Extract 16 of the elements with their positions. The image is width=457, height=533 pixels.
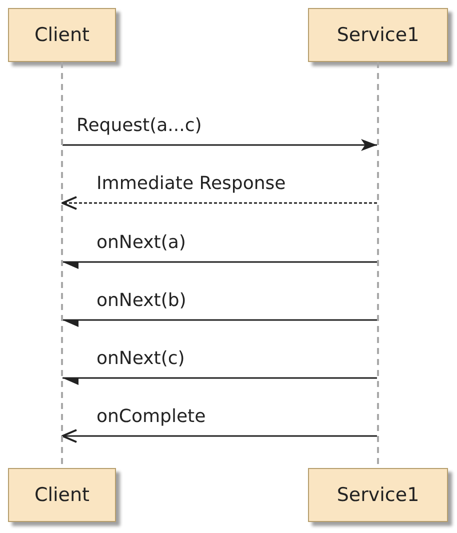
message-arrow bbox=[62, 319, 377, 327]
message-arrow bbox=[62, 429, 377, 443]
message-label: onNext(a) bbox=[96, 234, 186, 252]
message-label: Request(a...c) bbox=[76, 117, 202, 135]
message-label: onNext(c) bbox=[96, 350, 185, 368]
participant-box: Client bbox=[8, 8, 116, 62]
message-label: onNext(b) bbox=[96, 292, 186, 310]
message-label: onComplete bbox=[96, 408, 206, 426]
message-arrow bbox=[62, 139, 377, 151]
message-label: Immediate Response bbox=[96, 175, 286, 193]
participant-box: Service1 bbox=[308, 8, 448, 62]
participant-box: Client bbox=[8, 468, 116, 522]
message-arrow bbox=[62, 261, 377, 269]
participant-box: Service1 bbox=[308, 468, 448, 522]
message-arrow bbox=[62, 377, 377, 385]
message-arrow bbox=[62, 196, 377, 210]
